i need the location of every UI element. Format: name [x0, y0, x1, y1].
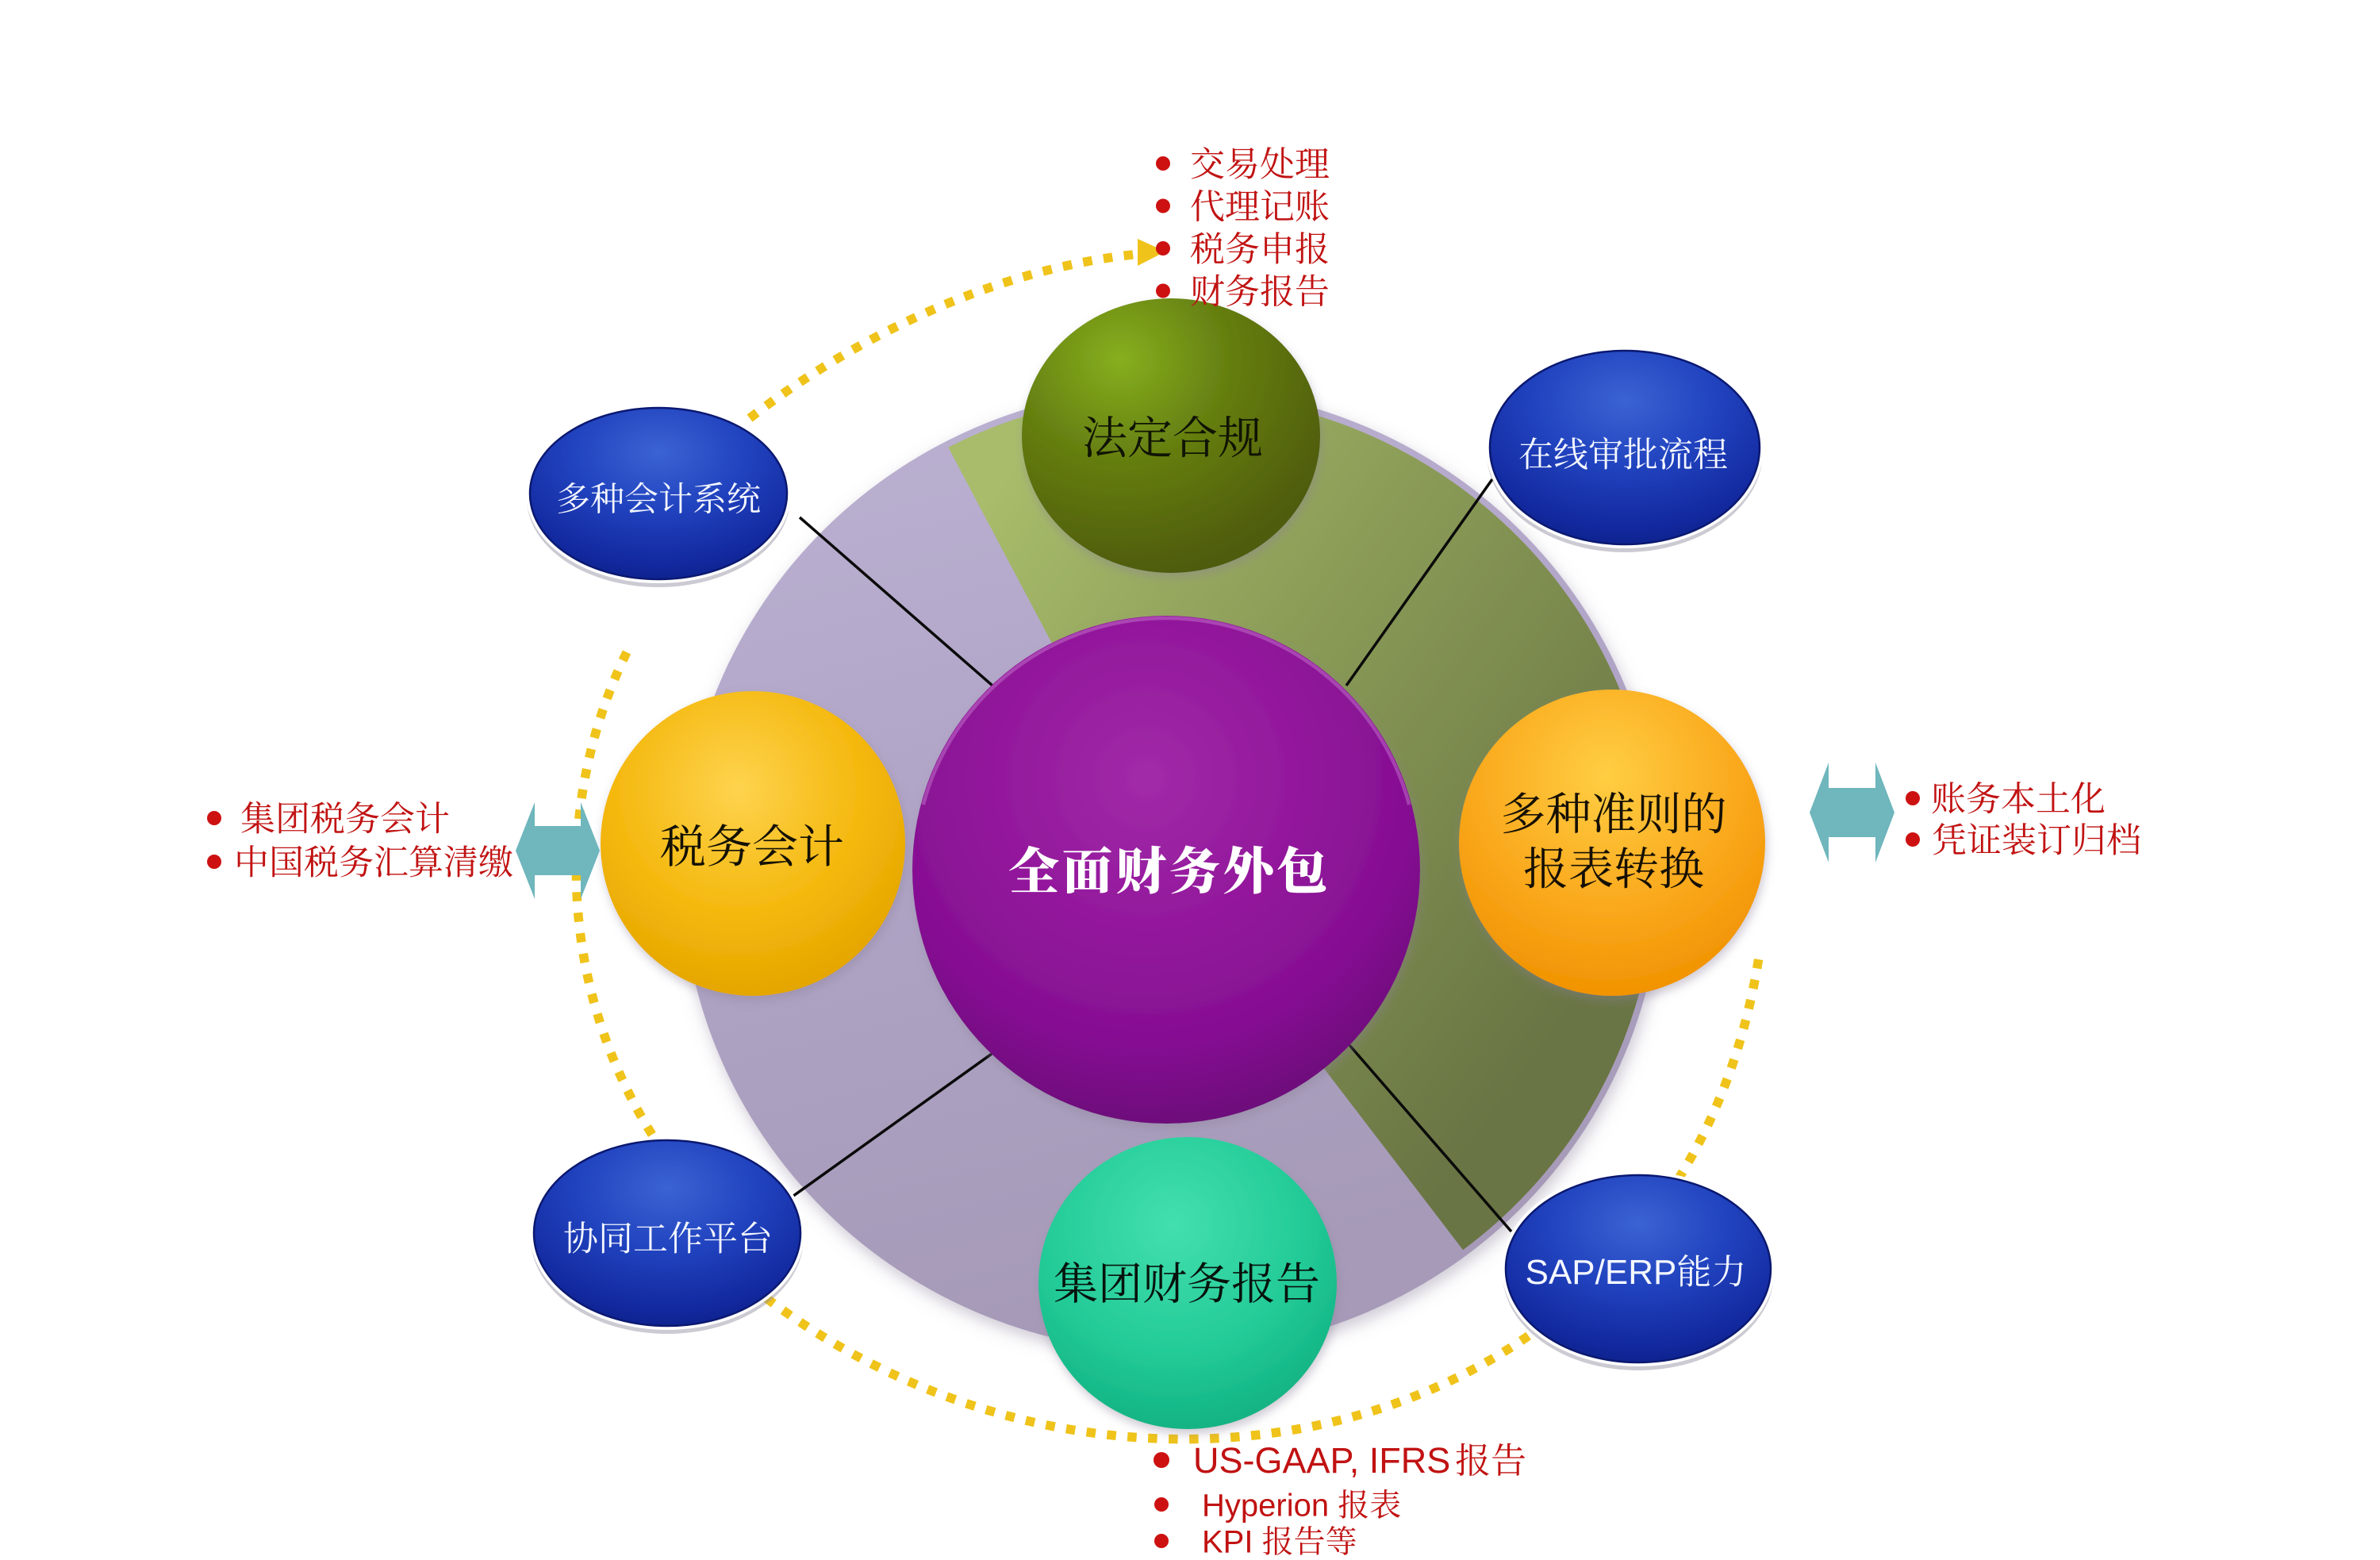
svg-text:SAP/ERP: SAP/ERP [1526, 1253, 1677, 1292]
svg-text:Hyperion: Hyperion [1202, 1488, 1329, 1523]
svg-text:US-GAAP, IFRS: US-GAAP, IFRS [1193, 1440, 1450, 1481]
svg-text:KPI: KPI [1202, 1524, 1253, 1559]
